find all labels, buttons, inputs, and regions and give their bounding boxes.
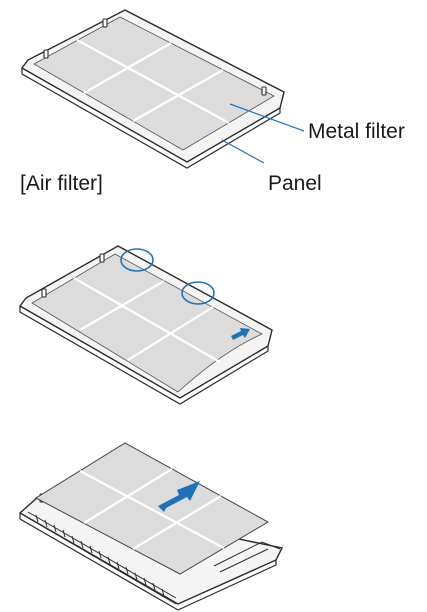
leader-line xyxy=(229,103,305,132)
panel-tabs xyxy=(41,253,105,298)
step-2-assembly xyxy=(18,245,273,405)
air-filter-label: [Air filter] xyxy=(20,172,103,195)
panel-edge xyxy=(21,68,281,169)
highlight-circle xyxy=(181,281,215,305)
panel-rail xyxy=(213,541,281,567)
panel-edge xyxy=(19,306,269,405)
step-3-assembly xyxy=(18,442,284,611)
direction-arrow-small xyxy=(231,328,250,340)
panel-slats xyxy=(27,511,177,605)
panel-tabs xyxy=(43,18,267,96)
metal-filter-label: Metal filter xyxy=(308,120,405,143)
filter-grid xyxy=(76,39,230,124)
direction-arrow-large xyxy=(158,481,200,512)
highlight-circle xyxy=(120,248,154,272)
panel-edge xyxy=(19,513,277,611)
leader-line xyxy=(221,139,265,164)
step-1-assembly xyxy=(20,9,305,169)
filter-grid xyxy=(73,277,221,363)
filter-grid xyxy=(79,468,225,550)
panel-rail xyxy=(219,548,269,573)
panel-label: Panel xyxy=(268,172,322,195)
